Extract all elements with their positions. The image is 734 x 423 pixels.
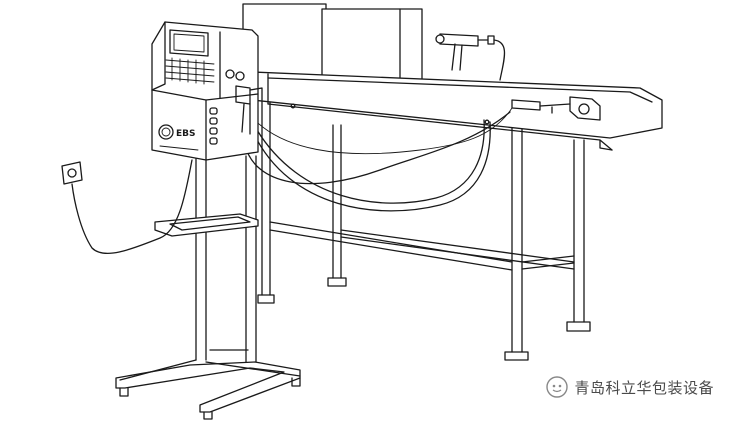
umbilical-cables <box>244 107 513 212</box>
printer-brand-label: EBS <box>176 129 196 139</box>
print-head <box>435 33 506 81</box>
product-boxes <box>242 3 423 81</box>
wechat-icon <box>546 376 569 398</box>
watermark-text: 青岛科立华包装设备 <box>574 378 714 397</box>
printer-stand <box>115 155 301 420</box>
photo-sensor <box>511 96 601 121</box>
conveyor-frame <box>257 94 591 361</box>
watermark: 青岛科立华包装设备 <box>546 376 714 398</box>
power-socket <box>61 159 193 255</box>
inkjet-printer: EBS <box>151 21 263 161</box>
printer-keypad <box>165 57 215 85</box>
